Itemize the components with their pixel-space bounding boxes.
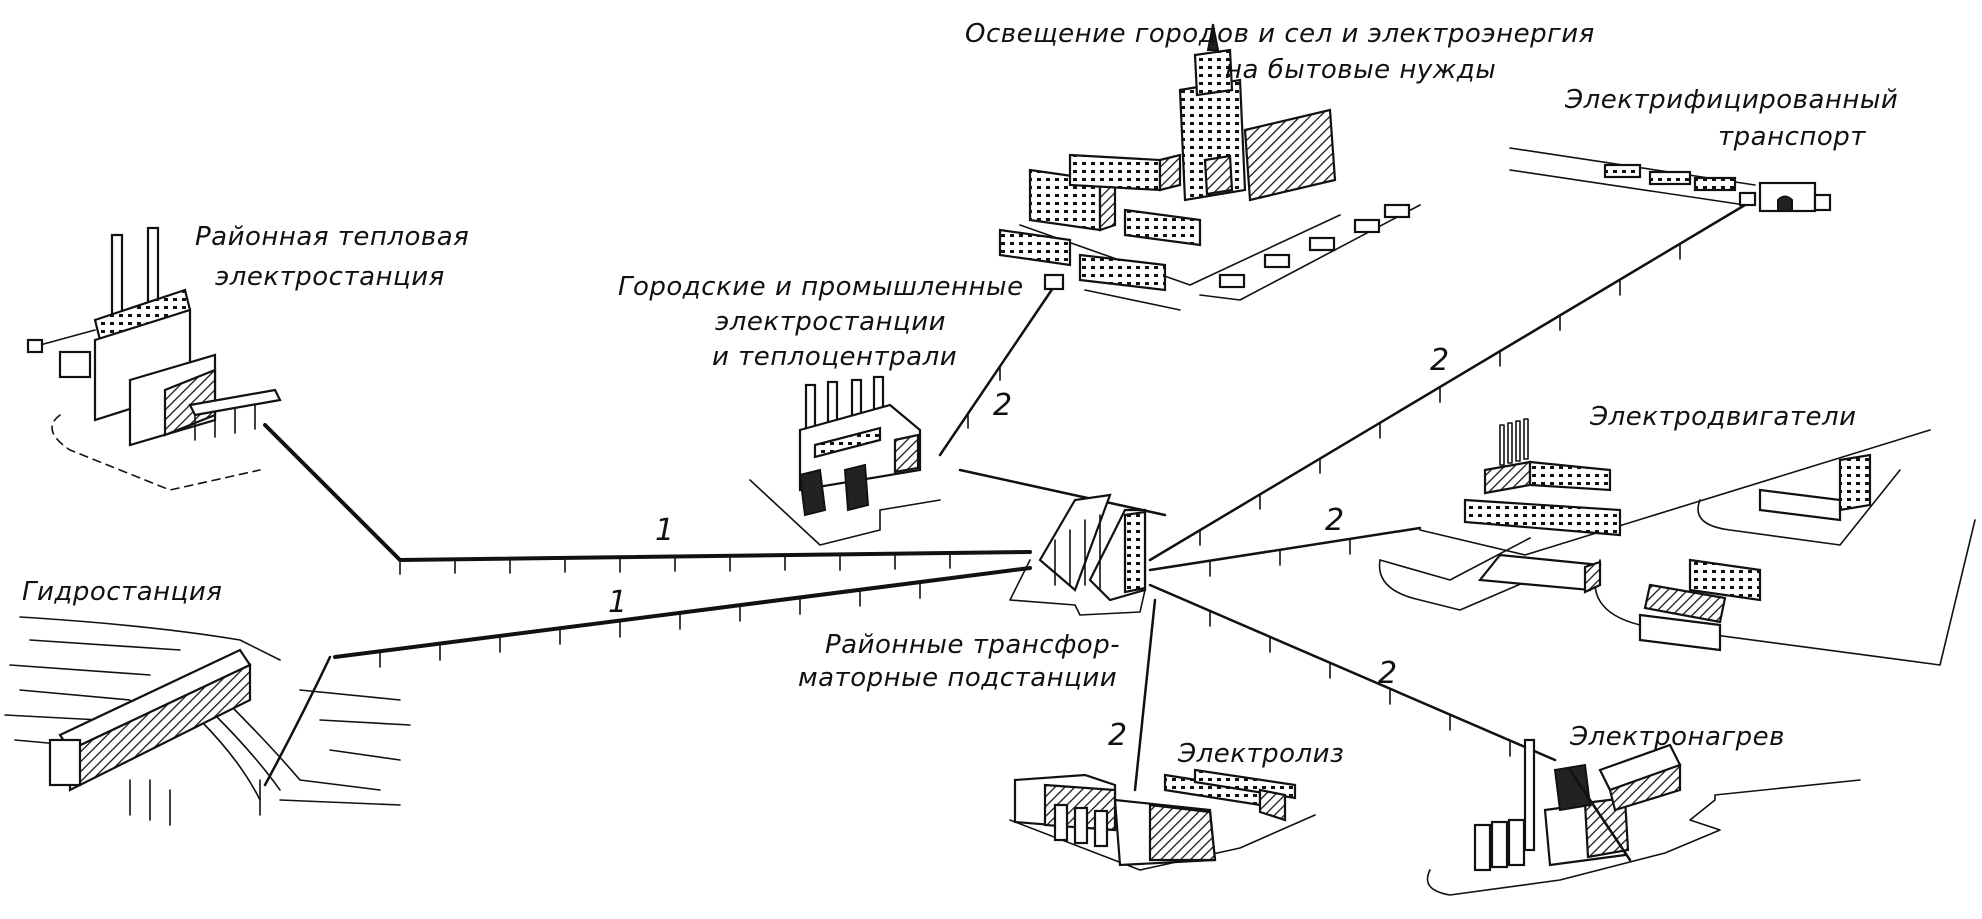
electrolysis-illustration	[1009, 768, 1316, 871]
line-label-heating: 2	[1378, 656, 1397, 691]
line-poles	[379, 581, 921, 668]
substation-illustration	[1009, 493, 1147, 616]
line-label-thermal: 1	[655, 513, 674, 548]
line-cityplant-to-lighting	[938, 283, 1057, 457]
line-hydro-to-substation	[333, 566, 1032, 668]
city-lighting-illustration	[998, 23, 1421, 311]
line-poles	[399, 553, 951, 575]
label-lighting-line2: на бытовые нужды	[1225, 55, 1496, 85]
node-labels: Освещение городов и сел и электроэнергия…	[22, 19, 1898, 769]
line-substation-to-electrolysis	[1133, 598, 1157, 792]
electric-heating-illustration	[1426, 738, 1861, 896]
label-substation-line1: Районные трансфор-	[825, 630, 1120, 660]
thermal-plant-illustration	[26, 226, 282, 491]
label-cityplant-line1: Городские и промышленные	[618, 272, 1024, 302]
line-substation-to-heating	[1148, 583, 1557, 762]
label-thermal-line1: Районная тепловая	[195, 222, 469, 252]
label-hydro: Гидростанция	[22, 577, 222, 607]
transport-illustration	[1509, 147, 1832, 213]
label-lighting-line1: Освещение городов и сел и электроэнергия	[965, 19, 1595, 49]
line-label-electrolysis: 2	[1108, 718, 1127, 753]
label-cityplant-line3: и теплоцентрали	[712, 342, 957, 372]
label-transport-line1: Электрифицированный	[1564, 85, 1898, 115]
label-substation-line2: маторные подстанции	[798, 663, 1117, 693]
motors-illustration	[1378, 418, 1976, 666]
line-label-hydro: 1	[608, 585, 627, 620]
label-cityplant-line2: электростанции	[715, 307, 946, 337]
hydro-plant-illustration	[4, 616, 411, 826]
line-substation-to-transport	[1148, 203, 1747, 562]
label-heating: Электронагрев	[1569, 722, 1785, 752]
label-electrolysis: Электролиз	[1177, 739, 1344, 769]
label-motors: Электродвигатели	[1589, 402, 1856, 432]
line-cityplant-to-substation	[958, 468, 1167, 517]
label-transport-line2: транспорт	[1718, 122, 1866, 152]
line-label-motors: 2	[1325, 503, 1344, 538]
line-label-lighting: 2	[993, 388, 1012, 423]
city-plant-illustration	[749, 375, 941, 546]
line-thermal-to-substation	[263, 423, 1032, 575]
line-label-transport: 2	[1430, 343, 1449, 378]
transmission-lines	[263, 203, 1747, 792]
label-thermal-line2: электростанция	[215, 262, 445, 292]
line-substation-to-motors	[1148, 526, 1422, 577]
line-labels: 1 1 2 2 2 2 2	[608, 343, 1449, 753]
